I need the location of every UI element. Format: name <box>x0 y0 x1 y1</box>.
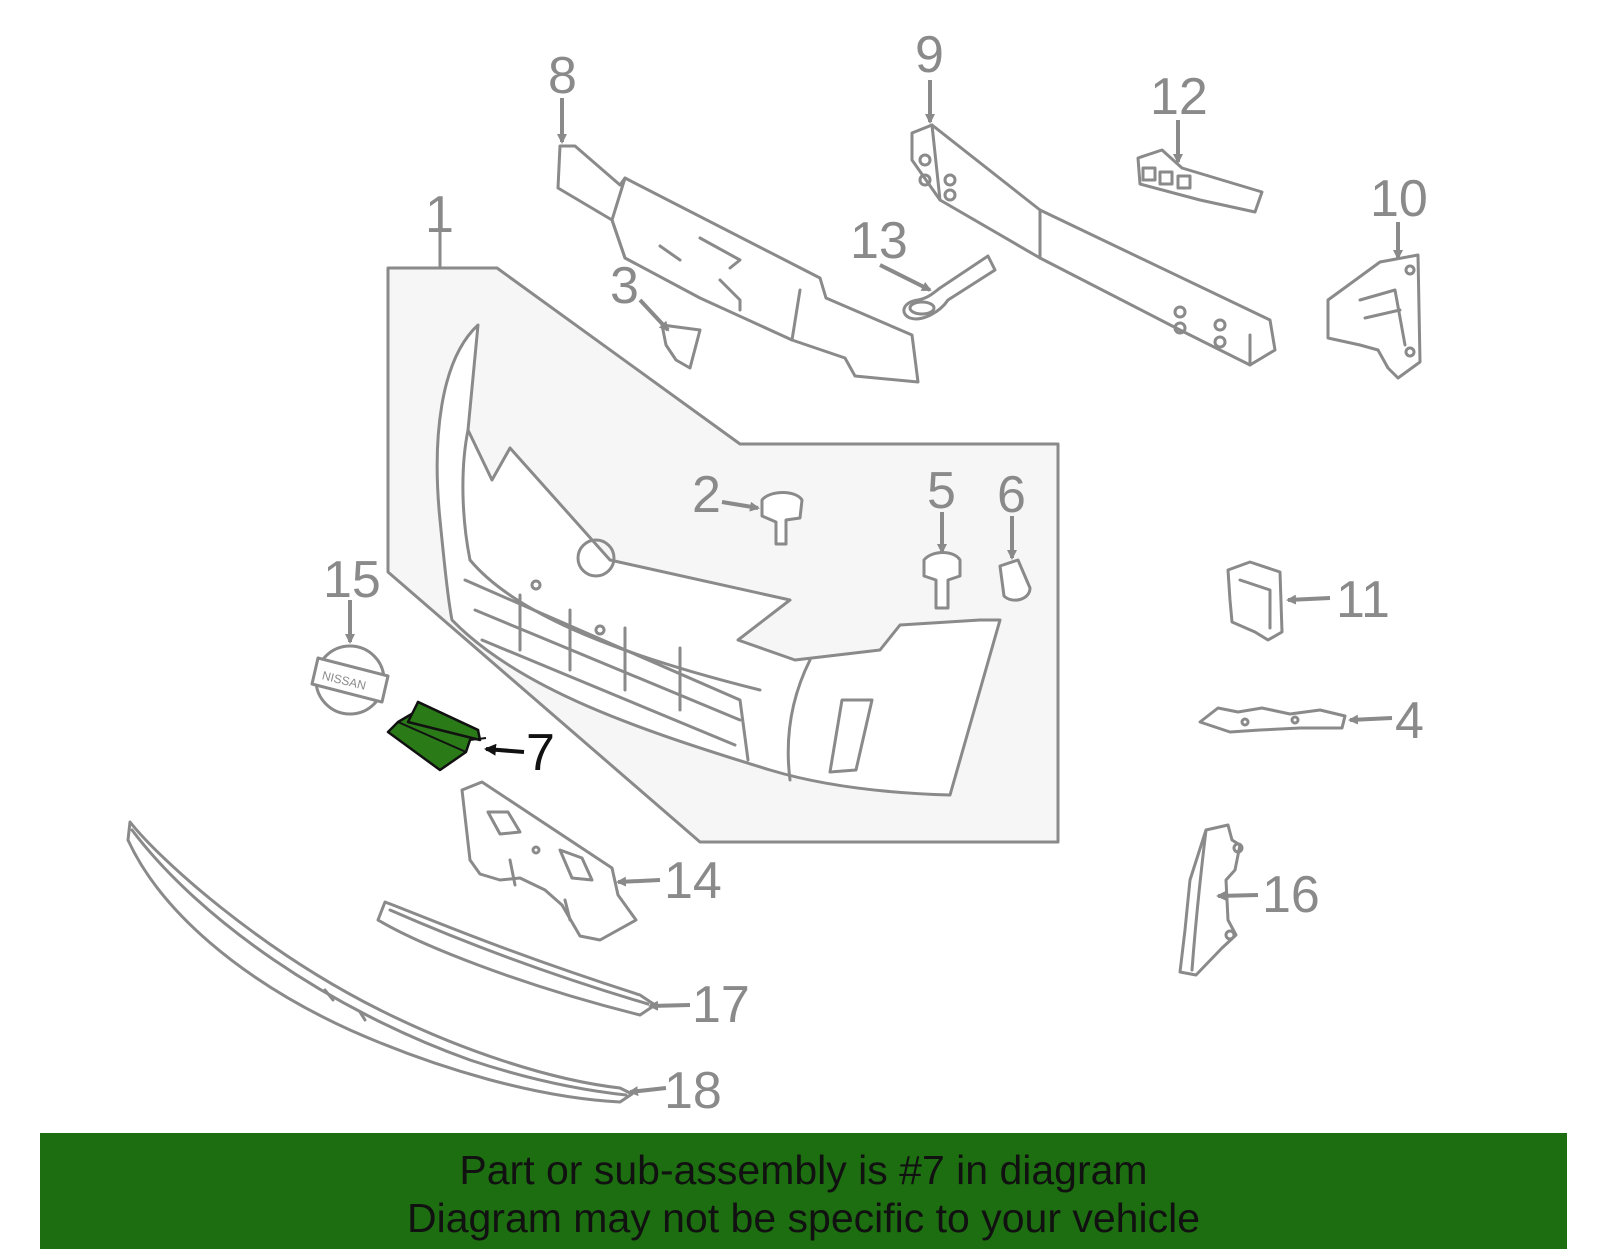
callout-2: 2 <box>692 466 721 524</box>
callout-17: 17 <box>692 976 750 1034</box>
bracket-4-part[interactable] <box>1198 706 1347 734</box>
callout-1: 1 <box>425 186 454 244</box>
nissan-emblem-part[interactable]: NISSAN <box>310 644 390 716</box>
banner-part-note: Part or sub-assembly is #7 in diagram <box>459 1147 1148 1193</box>
callout-3: 3 <box>610 257 639 315</box>
callout-10: 10 <box>1370 170 1428 228</box>
absorber-part[interactable] <box>556 144 920 384</box>
tow-hook-part[interactable] <box>902 254 997 321</box>
bumper-cover-part[interactable] <box>435 323 1002 797</box>
side-bracket-10-part[interactable] <box>1326 253 1422 380</box>
callout-8: 8 <box>548 47 577 105</box>
callout-5: 5 <box>927 462 956 520</box>
callout-12: 12 <box>1150 68 1208 126</box>
callout-9: 9 <box>915 26 944 84</box>
side-marker-16-part[interactable] <box>1178 823 1244 977</box>
clip-5-part[interactable] <box>922 551 962 610</box>
lower-lip-18-part[interactable] <box>126 820 634 1104</box>
clip-2-part[interactable] <box>760 491 804 546</box>
clip-3-part[interactable] <box>660 323 702 370</box>
highlighted-part-7[interactable] <box>386 700 487 772</box>
callout-18: 18 <box>664 1062 722 1120</box>
callout-15: 15 <box>323 551 381 609</box>
banner-disclaimer: Diagram may not be specific to your vehi… <box>406 1195 1200 1241</box>
bracket-12-part[interactable] <box>1136 148 1264 214</box>
info-banner: Part or sub-assembly is #7 in diagram Di… <box>40 1133 1567 1249</box>
callout-16: 16 <box>1262 866 1320 924</box>
callout-11: 11 <box>1336 571 1390 629</box>
callout-14: 14 <box>664 852 722 910</box>
lower-molding-17-part[interactable] <box>376 900 657 1017</box>
air-guide-14-part[interactable] <box>460 780 638 942</box>
callout-13: 13 <box>850 212 908 270</box>
callout-6: 6 <box>997 466 1026 524</box>
callout-7: 7 <box>526 724 555 782</box>
clip-6-part[interactable] <box>998 558 1032 602</box>
reinforcement-bar-part[interactable] <box>910 123 1277 367</box>
bracket-11-part[interactable] <box>1226 560 1284 642</box>
callout-4: 4 <box>1395 692 1424 750</box>
